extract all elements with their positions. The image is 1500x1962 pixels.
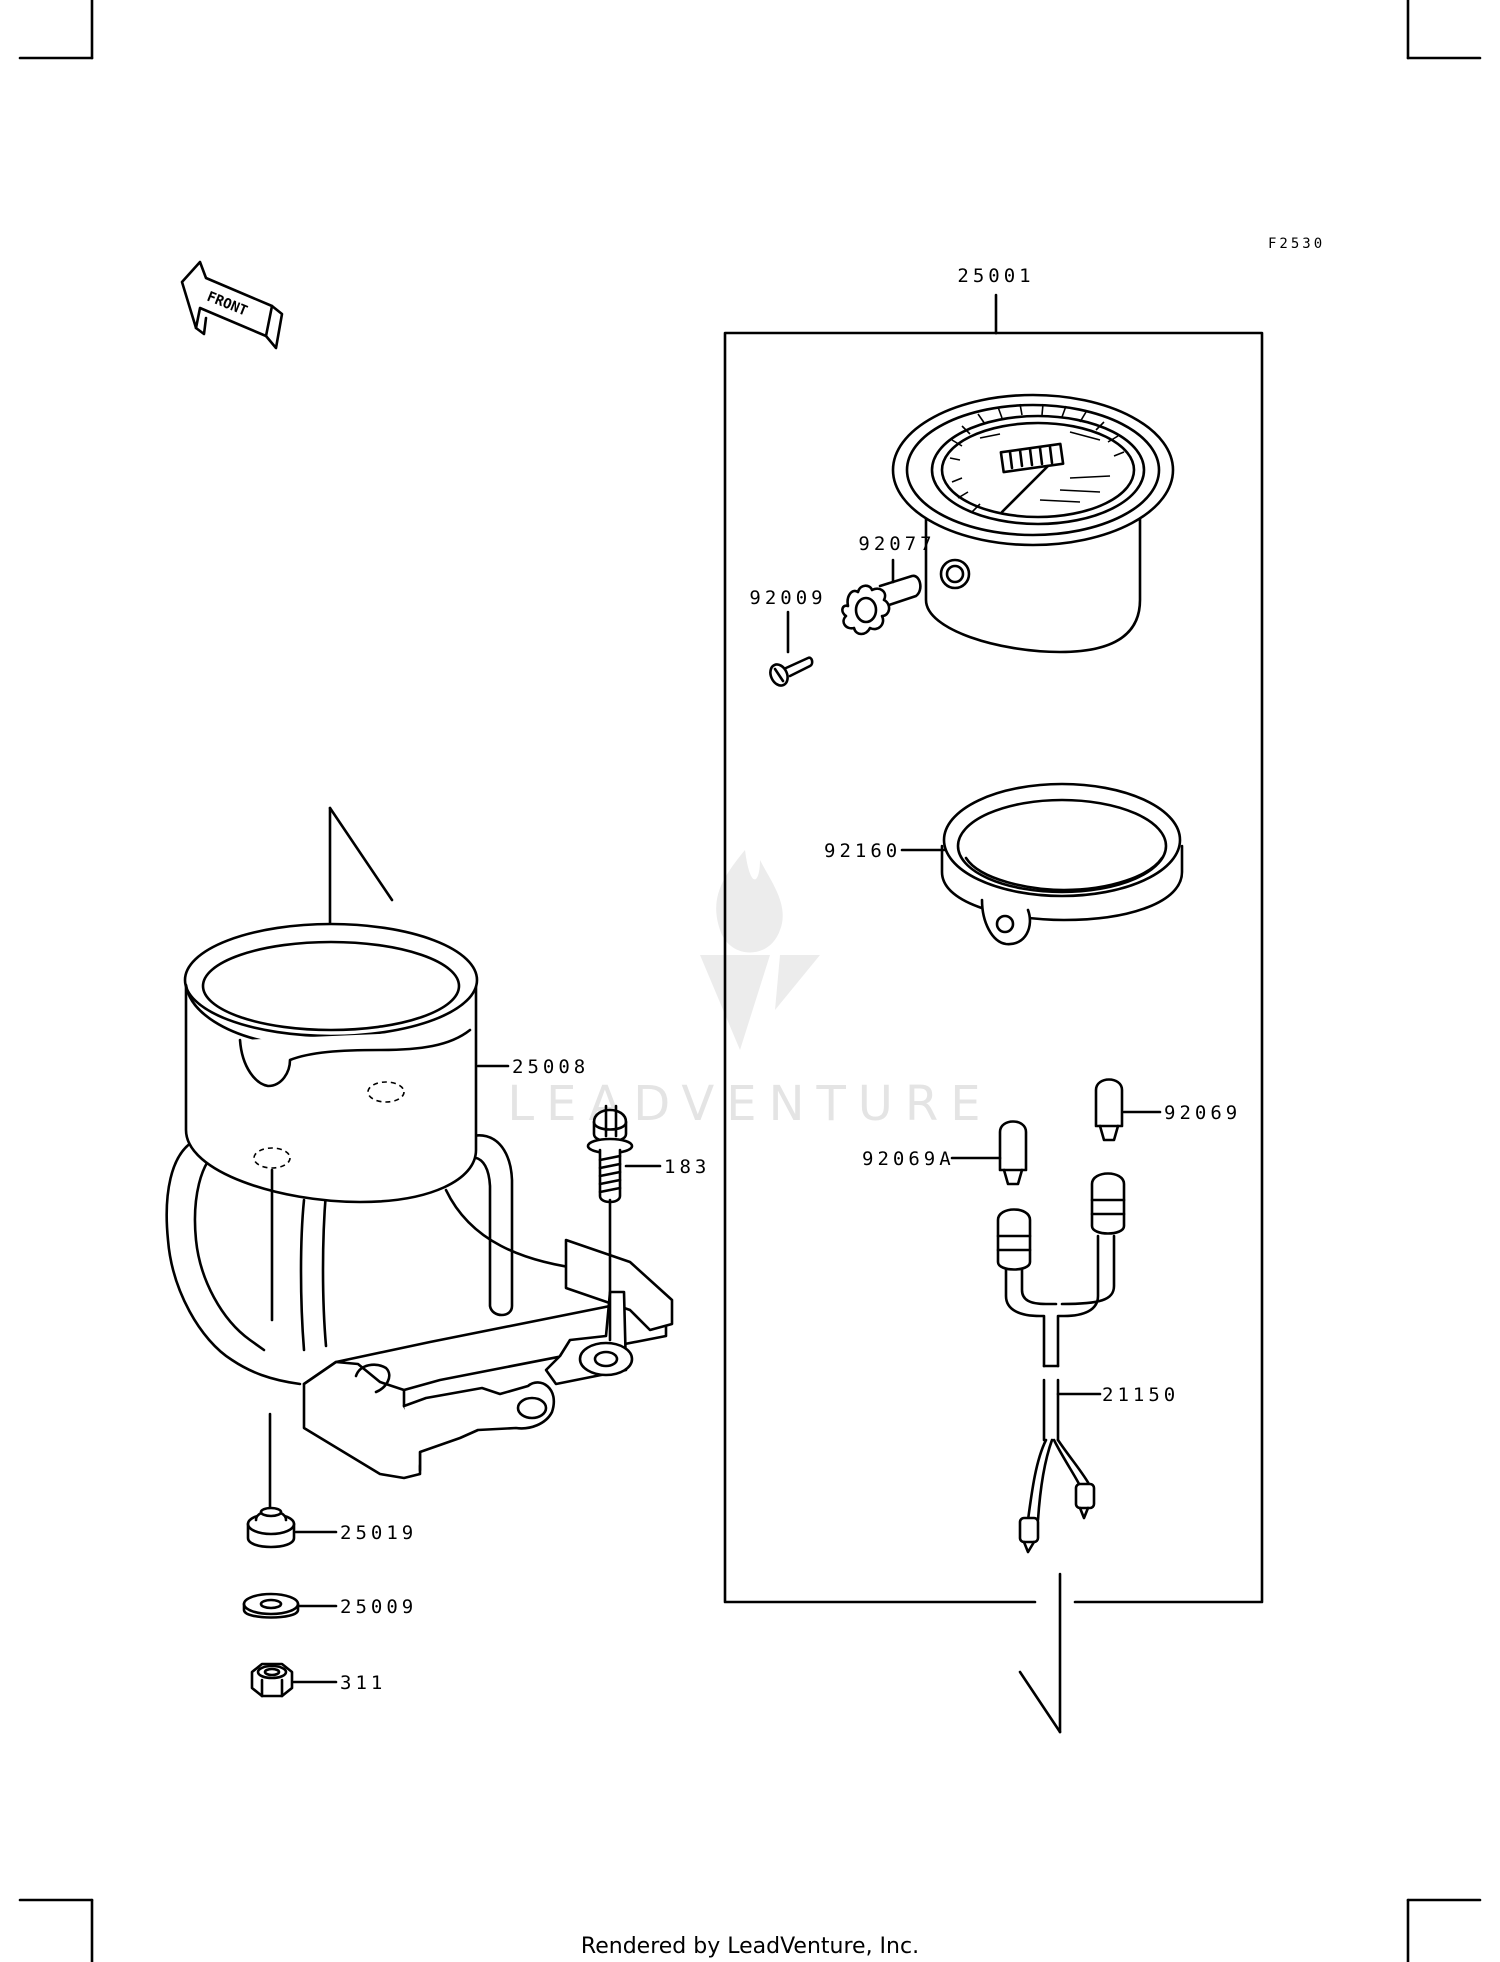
watermark: LEADVENTURE — [507, 850, 992, 1132]
bulb-a-icon: 92069A — [862, 1120, 1028, 1186]
label-meter-case: 25008 — [512, 1056, 589, 1078]
label-bulb-a: 92069A — [862, 1148, 955, 1170]
label-nut: 311 — [340, 1672, 386, 1694]
bolt-icon: 183 — [586, 1104, 710, 1342]
nut-icon: 311 — [250, 1662, 386, 1698]
footer-credit: Rendered by LeadVenture, Inc. — [581, 1934, 919, 1959]
wiring-harness-icon: 21150 — [996, 1172, 1179, 1554]
drive-gear-icon: 92077 — [841, 533, 935, 636]
label-bolt: 183 — [664, 1156, 710, 1178]
bulb-icon: 92069 — [1094, 1078, 1241, 1142]
label-wiring-harness: 21150 — [1102, 1384, 1179, 1406]
diagram-code: F2530 — [1268, 236, 1325, 252]
label-ring: 92160 — [824, 840, 901, 862]
speedometer-icon — [891, 393, 1175, 654]
front-arrow-icon: FRONT — [180, 260, 284, 350]
washer-icon: 25009 — [242, 1592, 417, 1619]
watermark-text: LEADVENTURE — [507, 1076, 992, 1132]
label-drive-gear: 92077 — [858, 533, 935, 555]
screw-icon: 92009 — [749, 587, 826, 687]
damper-icon: 25019 — [246, 1506, 417, 1549]
label-speedometer-assy: 25001 — [957, 265, 1034, 287]
label-bulb: 92069 — [1164, 1102, 1241, 1124]
ring-icon: 92160 — [824, 782, 1184, 946]
label-damper: 25019 — [340, 1522, 417, 1544]
meter-case-icon: 25008 — [165, 806, 674, 1510]
crop-marks — [18, 0, 1482, 1962]
assembly-frame: 25001 — [723, 265, 1264, 1734]
label-screw: 92009 — [749, 587, 826, 609]
label-washer: 25009 — [340, 1596, 417, 1618]
